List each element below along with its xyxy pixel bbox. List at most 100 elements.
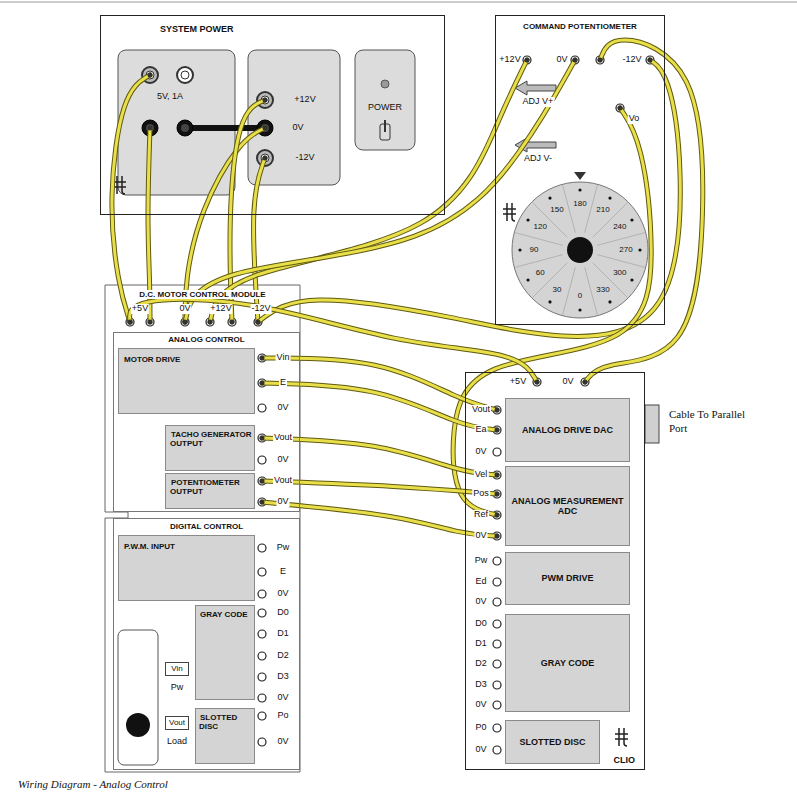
pin-label: 0V	[474, 745, 487, 755]
power-switch	[384, 120, 386, 132]
wire-plug	[263, 98, 268, 103]
power-lamp	[381, 80, 389, 88]
terminal-box: Vout	[165, 716, 189, 730]
pin-label: 0V	[178, 304, 191, 314]
block-box: TACHO GENERATOR OUTPUT	[165, 425, 255, 471]
dial-spoke	[563, 267, 576, 314]
pin-label: D0	[474, 619, 488, 629]
pin-label: E	[279, 567, 287, 577]
motor-shaft	[126, 713, 150, 737]
terminal	[258, 404, 266, 412]
wire-plug	[495, 513, 500, 518]
dial-dot	[548, 196, 551, 199]
pin-label: D1	[276, 629, 290, 639]
dial-spoke	[533, 263, 568, 298]
wire-core	[258, 60, 680, 336]
dial-number: 210	[595, 206, 610, 215]
pin-label: 0V	[276, 737, 289, 747]
motor-housing	[118, 630, 158, 765]
dial-marker	[574, 172, 586, 180]
dial-spoke	[515, 255, 562, 268]
pin-label: Vo	[628, 114, 641, 124]
terminal	[493, 557, 501, 565]
wire-core	[185, 60, 575, 322]
module-box: CLIOANALOG DRIVE DACANALOG MEASUREMENT A…	[465, 372, 645, 770]
pin-label: Ea	[474, 425, 487, 435]
wire-core	[262, 481, 497, 494]
pin-label: ADJ V-	[523, 154, 553, 164]
dial-dot	[548, 300, 551, 303]
node-title: SYSTEM POWER	[159, 24, 235, 34]
terminal	[258, 738, 266, 746]
pin-label: E	[279, 378, 287, 388]
pin-label: Po	[276, 711, 289, 721]
pin-label: 0V	[276, 589, 289, 599]
dial-number: 0	[577, 292, 583, 301]
pin-label: Ref	[473, 510, 489, 520]
terminal	[493, 724, 501, 732]
node-title: P.W.M. INPUT	[123, 542, 176, 551]
dial-number: 30	[552, 285, 563, 294]
terminal	[258, 544, 266, 552]
wire-plug	[618, 106, 623, 111]
pin-label: +12V	[209, 304, 232, 314]
wire-core	[230, 100, 265, 322]
wire-plug	[260, 436, 265, 441]
pin-label: 0V	[276, 455, 289, 465]
group-box: DIGITAL CONTROL P.W.M. INPUT GRAY CODE VinV…	[113, 518, 300, 770]
pin-label: Ed	[474, 577, 487, 587]
node-title: DIGITAL CONTROL	[169, 522, 244, 531]
dial-dot	[578, 188, 581, 191]
module-box: SYSTEM POWER	[100, 15, 445, 215]
pin-label: 0V	[276, 693, 289, 703]
terminal	[493, 578, 501, 586]
block-box: PWM DRIVE	[505, 552, 630, 605]
wire	[453, 106, 651, 518]
wire	[583, 40, 703, 385]
terminal	[177, 120, 193, 136]
dial-marks	[515, 185, 644, 314]
node-title: TACHO GENERATOR OUTPUT	[170, 430, 251, 448]
block-box: ANALOG MEASUREMENT ADC	[505, 466, 630, 546]
dial	[512, 182, 648, 318]
node-title: SLOTTED DISC	[199, 713, 237, 731]
terminal	[493, 701, 501, 709]
terminal	[177, 67, 193, 83]
terminal	[493, 598, 501, 606]
pin-label: +5V	[509, 377, 527, 387]
wire-core	[585, 40, 703, 382]
pin-label: 0V	[474, 700, 487, 710]
pin-label: Vout	[471, 405, 491, 415]
block-box: SLOTTED DISC	[505, 720, 600, 764]
dial-number: 60	[535, 269, 546, 278]
power-panel	[355, 50, 415, 150]
node-title: Vout	[168, 718, 186, 727]
dial-dot	[630, 218, 633, 221]
dial-spoke	[533, 203, 568, 238]
wire-core	[112, 75, 150, 322]
wire-outline	[262, 383, 497, 430]
pin-label: 0V	[561, 377, 574, 387]
dial-number: 330	[595, 285, 610, 294]
node-title: GRAY CODE	[199, 610, 249, 619]
wire	[254, 156, 268, 325]
wire-plug	[260, 500, 265, 505]
wire-plug	[573, 58, 578, 63]
pin-label: P0	[474, 723, 487, 733]
terminal-box: Vin	[165, 662, 189, 676]
node-title: ANALOG DRIVE DAC	[521, 425, 614, 435]
wire-plug	[495, 473, 500, 478]
module-box: D.C. MOTOR CONTROL MODULEANALOG CONTROLM…	[105, 285, 300, 772]
terminal	[258, 456, 266, 464]
terminal	[493, 620, 501, 628]
node-title: COMMAND POTENTIOMETER	[522, 22, 638, 31]
dial-dot	[638, 248, 641, 251]
pin-label: 0V	[291, 123, 304, 133]
group-box: ANALOG CONTROLMOTOR DRIVETACHO GENERATOR…	[113, 332, 300, 512]
pin-label: Vin	[276, 353, 291, 363]
pin-label: 0V	[555, 55, 568, 65]
terminal	[181, 71, 189, 79]
pin-label: Pos	[472, 489, 490, 499]
